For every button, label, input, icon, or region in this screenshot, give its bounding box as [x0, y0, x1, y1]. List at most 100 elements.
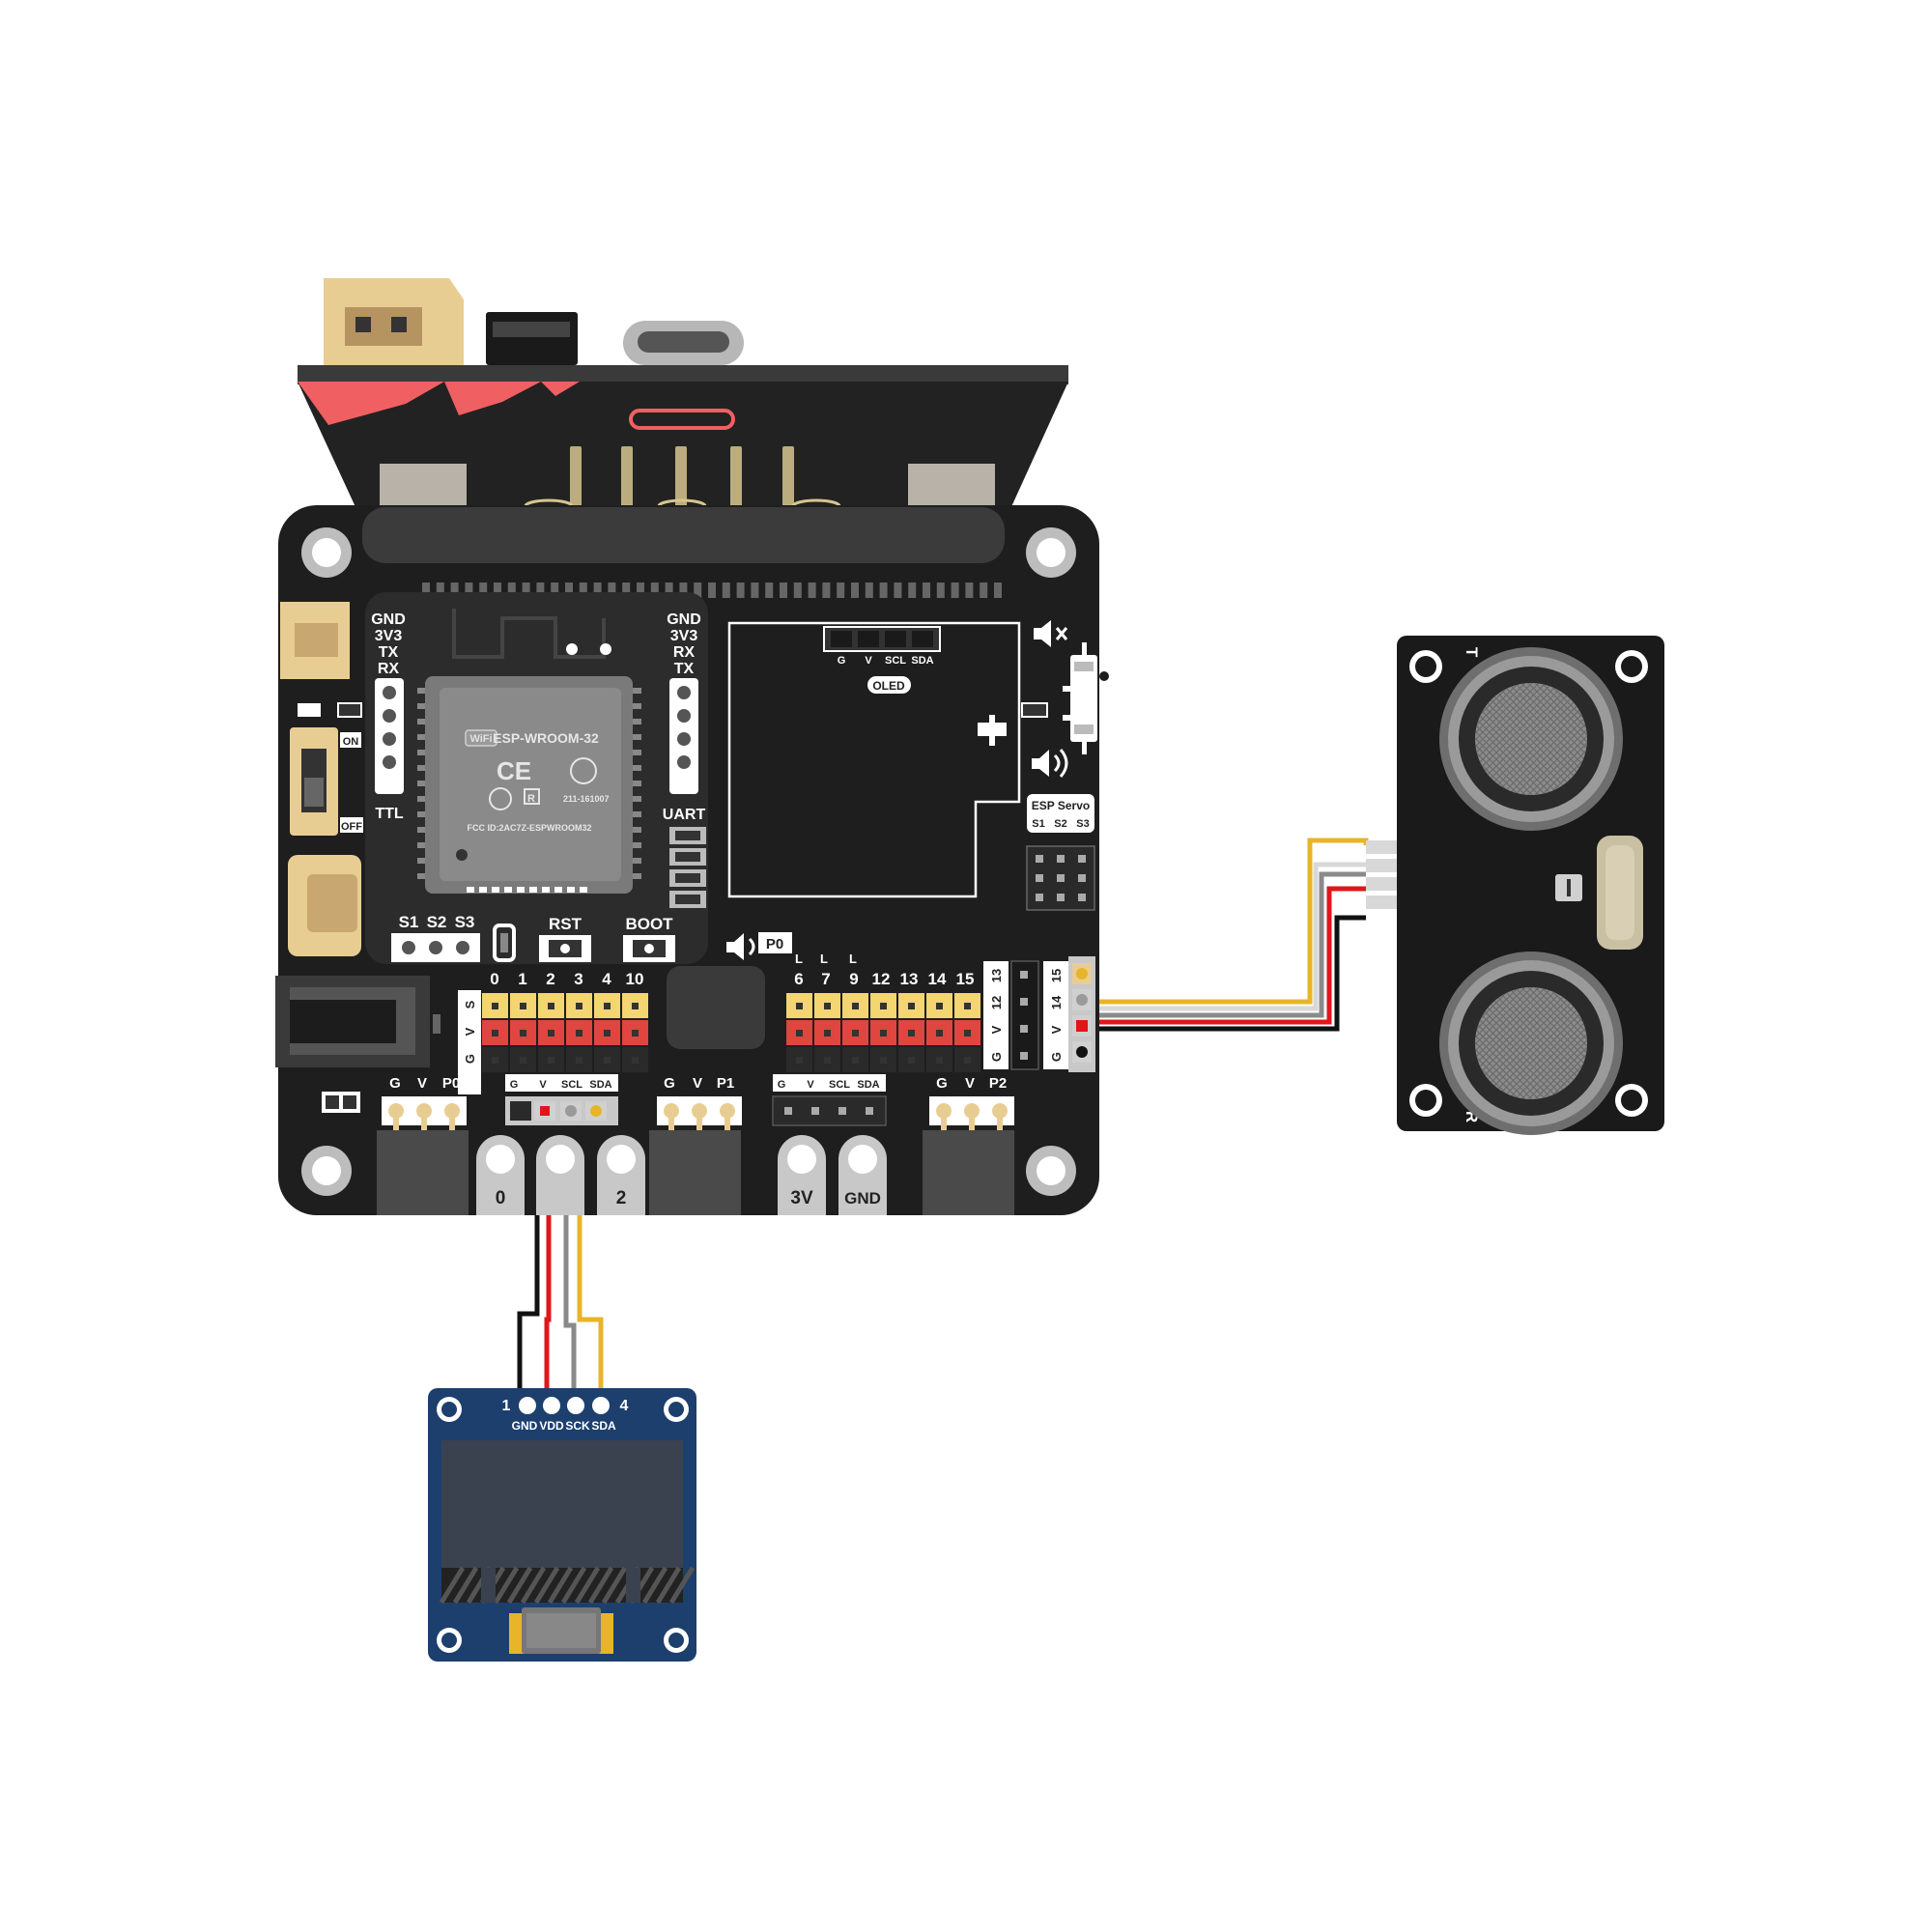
- gpio-header-right: [786, 993, 980, 1072]
- oled-pin-sda: SDA: [911, 655, 933, 667]
- s2-label: S2: [427, 913, 447, 931]
- wire-red-vdd: [544, 1122, 552, 1399]
- pin-6: 6: [794, 970, 803, 988]
- esp-wroom-32-module: WiFi ESP-WROOM-32 CE R 211-161007 FCC ID…: [417, 676, 641, 894]
- ce-mark: CE: [497, 756, 531, 785]
- uart-label: UART: [663, 807, 706, 823]
- bottom-io-groups: [382, 1096, 1014, 1133]
- oled-vdd: VDD: [539, 1419, 564, 1433]
- oled-outline: [727, 621, 1021, 898]
- oled-wires: [517, 1122, 604, 1399]
- pad-gnd: [838, 1135, 887, 1215]
- oled-gnd: GND: [512, 1419, 538, 1433]
- mounting-holes: [301, 527, 1076, 1196]
- pin-3: 3: [574, 970, 582, 988]
- p0-p0: P0: [442, 1075, 460, 1092]
- jst-bottom-1: [377, 1130, 469, 1215]
- wire-white-signal: [1090, 862, 1366, 1011]
- servo-header: [1026, 845, 1095, 911]
- wire-yellow-sda: [577, 1122, 604, 1399]
- tilt-switch: [493, 923, 516, 962]
- rot-header-b: [1068, 956, 1095, 1072]
- p2-p2: P2: [989, 1075, 1007, 1092]
- iic-a-g: G: [510, 1079, 519, 1091]
- row-s: S: [463, 1000, 477, 1009]
- pin-10: 10: [626, 970, 644, 988]
- oled-module: 1 4 GND VDD SCK SDA: [428, 1388, 696, 1662]
- uart-tx: TX: [674, 661, 695, 677]
- esp-servo-label: ESP Servo: [1032, 799, 1090, 812]
- oled-pin-g: G: [838, 655, 846, 667]
- uart-gnd: GND: [667, 611, 701, 628]
- oled-header: [823, 626, 941, 652]
- iic-b-scl: SCL: [829, 1079, 850, 1091]
- led-matrix: [570, 446, 794, 514]
- pin-4: 4: [602, 970, 611, 988]
- power-switch: [290, 727, 338, 836]
- rot-15: 15: [1049, 969, 1064, 982]
- rot-header-a: [1010, 960, 1039, 1070]
- ttl-label: TTL: [375, 806, 404, 822]
- p0-v: V: [417, 1075, 427, 1092]
- rot-12: 12: [989, 996, 1004, 1009]
- sensor-component: [1555, 874, 1582, 901]
- oled-hatch: [439, 1566, 696, 1605]
- iic-b-g: G: [778, 1079, 786, 1091]
- sound-switch: [1063, 642, 1109, 754]
- rot-g-b: G: [1049, 1052, 1064, 1062]
- p1-p1: P1: [717, 1075, 734, 1092]
- transmitter: [1439, 647, 1623, 831]
- p2-g: G: [936, 1075, 948, 1092]
- iic-b-header: [772, 1095, 887, 1126]
- module-fcc: FCC ID:2AC7Z-ESPWROOM32: [467, 823, 591, 833]
- ttl-rx: RX: [378, 661, 400, 677]
- mute-icon: [1034, 620, 1068, 647]
- uart-jumpers: [669, 827, 706, 908]
- ultrasonic-sensor: T R: [1366, 636, 1664, 1135]
- module-r-mark: R: [527, 793, 535, 805]
- pad-gnd-label: GND: [844, 1189, 881, 1208]
- pad-0: [476, 1135, 525, 1215]
- boot-label: BOOT: [625, 915, 673, 933]
- row-v: V: [463, 1027, 477, 1036]
- gpio-header-left: [482, 993, 648, 1072]
- power-off-label: OFF: [341, 821, 362, 833]
- oled-sck: SCK: [565, 1419, 590, 1433]
- reset-switch-top: [486, 312, 578, 365]
- wire-red-power: [1090, 886, 1366, 1025]
- servo-s3: S3: [1076, 818, 1089, 830]
- oled-pin-v: V: [865, 655, 872, 667]
- audio-jack: [275, 976, 440, 1067]
- pin-9: 9: [849, 970, 858, 988]
- oled-sda: SDA: [591, 1419, 616, 1433]
- boot-button: [623, 935, 675, 962]
- pin-0: 0: [490, 970, 498, 988]
- s3-label: S3: [455, 913, 475, 931]
- sensor-t-label: T: [1463, 647, 1481, 658]
- pin-14: 14: [928, 970, 947, 988]
- inductor: [667, 966, 765, 1049]
- iic-a-sda: SDA: [589, 1079, 611, 1091]
- rst-label: RST: [549, 915, 582, 933]
- servo-s2: S2: [1054, 818, 1066, 830]
- power-led: [298, 703, 321, 717]
- led-mark-6: L: [795, 952, 803, 966]
- wire-black-ground: [1090, 915, 1366, 1032]
- oled-label: OLED: [872, 679, 905, 693]
- iic-a-header: [505, 1096, 618, 1125]
- side-ph-connector: [288, 855, 361, 956]
- rot-v-b: V: [1049, 1025, 1064, 1034]
- wire-gray-sck: [563, 1122, 577, 1399]
- receiver: [1439, 952, 1623, 1135]
- oled-pin-1-mark: 1: [502, 1398, 511, 1414]
- pin-1: 1: [518, 970, 526, 988]
- sensor-pins: [1366, 840, 1397, 909]
- rot-g-a: G: [989, 1052, 1004, 1062]
- wire-black-gnd: [517, 1122, 540, 1399]
- row-g: G: [463, 1054, 477, 1064]
- iic-b-v: V: [807, 1079, 814, 1091]
- oled-pin-scl: SCL: [885, 655, 906, 667]
- uart-header: [669, 678, 698, 794]
- module-name: ESP-WROOM-32: [493, 730, 599, 746]
